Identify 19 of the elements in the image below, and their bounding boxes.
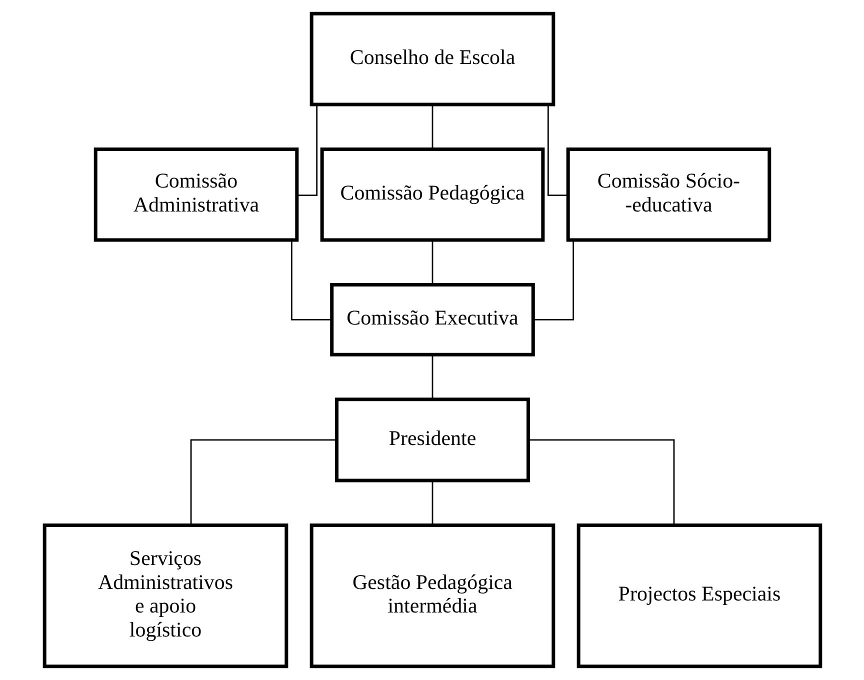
connector xyxy=(546,104,568,196)
node-box: Serviços Administrativos e apoio logístico xyxy=(42,523,288,668)
node-box: Comissão Sócio- -educativa xyxy=(566,147,771,242)
connector xyxy=(532,240,574,320)
node-box: Presidente xyxy=(334,398,530,482)
connector xyxy=(290,240,332,320)
connector xyxy=(190,439,336,526)
node-box: Comissão Administrativa xyxy=(93,147,298,242)
node-box: Comissão Executiva xyxy=(330,283,534,356)
connector xyxy=(431,355,433,400)
node-box: Conselho de Escola xyxy=(309,12,555,106)
connector xyxy=(296,104,318,196)
node-box: Gestão Pedagógica intermédia xyxy=(309,523,555,668)
connector xyxy=(528,439,674,526)
node-box: Comissão Pedagógica xyxy=(320,147,544,242)
node-box: Projectos Especiais xyxy=(576,523,822,668)
connector xyxy=(431,240,433,285)
connector xyxy=(431,104,433,149)
connector xyxy=(431,480,433,525)
